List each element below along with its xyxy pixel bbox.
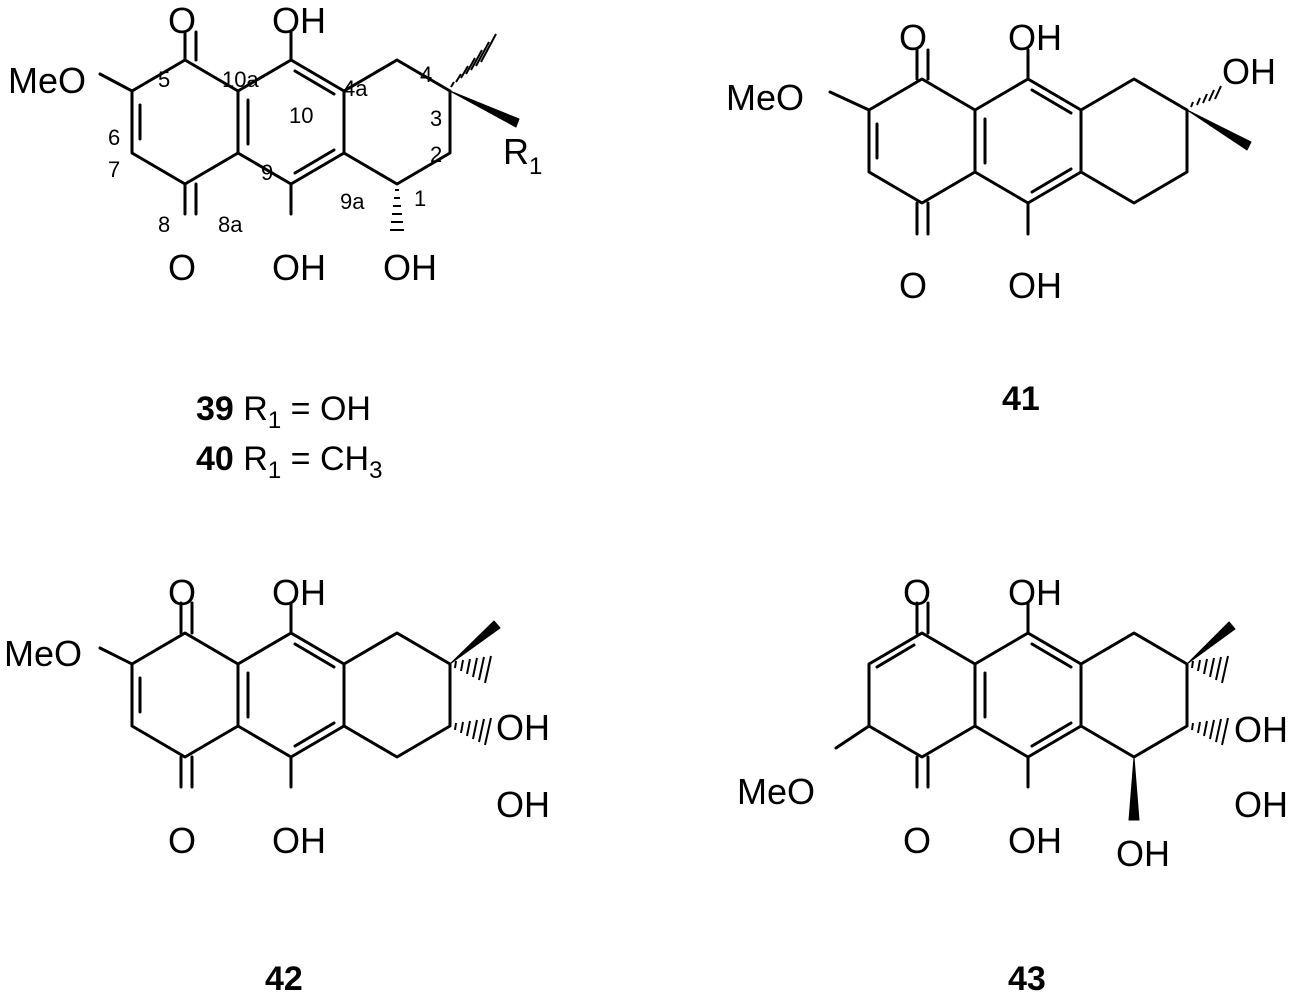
hydroxy-group: OH: [272, 820, 326, 861]
hydroxy-group: OH: [272, 0, 326, 41]
oxygen-atom: O: [899, 265, 927, 306]
bond: [1030, 167, 1073, 194]
hydroxy-group: OH: [1234, 709, 1288, 750]
locant: 10a: [222, 67, 259, 92]
locant: 9: [261, 160, 273, 185]
compound-label-42: 42: [265, 960, 303, 996]
locant: 5: [158, 67, 170, 92]
hashed-bond: [454, 655, 492, 684]
bond: [342, 631, 452, 759]
oxygen-atom: O: [168, 247, 196, 288]
hydroxy-group: OH: [1008, 572, 1062, 613]
bond: [293, 148, 336, 175]
bond: [1030, 88, 1073, 115]
locant: 1: [414, 186, 426, 211]
oxygen-atom: O: [168, 0, 196, 41]
r1-substituent: R1: [503, 131, 542, 180]
hashed-bond: [450, 33, 497, 88]
locant: 10: [289, 103, 313, 128]
oxygen-atom: O: [168, 572, 196, 613]
bond: [1030, 721, 1073, 748]
oxygen-atom: O: [899, 17, 927, 58]
methoxy-group: MeO: [737, 771, 815, 812]
wedge-bond: [1128, 756, 1140, 821]
locant: 2: [430, 142, 442, 167]
hydroxy-group: OH: [1222, 51, 1276, 92]
locant: 8: [158, 212, 170, 237]
oxygen-atom: O: [903, 820, 931, 861]
locant: 4a: [343, 76, 368, 101]
oxygen-atom: O: [168, 820, 196, 861]
bond: [973, 631, 1083, 759]
locant: 9a: [340, 189, 365, 214]
hydroxy-group: OH: [272, 572, 326, 613]
locant: 4: [420, 62, 432, 87]
hashed-bond: [1191, 655, 1229, 684]
methoxy-group: MeO: [8, 60, 86, 101]
methoxy-group: MeO: [4, 633, 82, 674]
wedge-bond: [449, 90, 520, 128]
bond: [98, 646, 134, 666]
compound-label-43: 43: [1008, 960, 1046, 996]
hydroxy-group: OH: [1008, 820, 1062, 861]
locant: 7: [108, 157, 120, 182]
bond: [293, 642, 336, 669]
bond: [293, 69, 336, 96]
locant: 8a: [218, 212, 243, 237]
hydroxy-group: OH: [1116, 833, 1170, 874]
wedge-bond: [1186, 109, 1252, 151]
structure-42: O O OH OH OH OH MeO: [4, 572, 550, 861]
hashed-bond: [390, 189, 404, 231]
hashed-bond: [1191, 717, 1229, 746]
structure-39-40: O O OH OH OH MeO R1 5 10a 4a 4 10 3 6 7 …: [8, 0, 542, 288]
bond: [867, 631, 977, 759]
hashed-bond: [454, 717, 492, 746]
bond: [98, 72, 134, 93]
compound-label-40: 40 R1 = CH3: [196, 440, 382, 484]
hydroxy-group: OH: [496, 707, 550, 748]
hydroxy-group: OH: [383, 247, 437, 288]
bond: [342, 58, 452, 186]
locant: 3: [430, 106, 442, 131]
hydroxy-group: OH: [1008, 265, 1062, 306]
bond: [834, 724, 871, 750]
bond: [1079, 77, 1189, 205]
structure-41: O O OH OH OH MeO: [726, 17, 1276, 306]
hydroxy-group: OH: [1008, 17, 1062, 58]
bond: [236, 58, 346, 186]
hydroxy-group: OH: [272, 247, 326, 288]
hydroxy-group: OH: [1234, 784, 1288, 825]
bond: [828, 90, 871, 112]
bond: [1079, 631, 1189, 759]
bond: [293, 721, 336, 748]
structure-43: O O OH OH OH OH OH MeO: [737, 572, 1288, 874]
hydroxy-group: OH: [496, 784, 550, 825]
methoxy-group: MeO: [726, 77, 804, 118]
wedge-bond: [449, 620, 501, 665]
bond: [867, 77, 977, 205]
compound-label-41: 41: [1002, 380, 1040, 418]
bond: [1030, 642, 1073, 669]
bond: [875, 643, 916, 669]
compound-label-39: 39 R1 = OH: [196, 390, 371, 434]
oxygen-atom: O: [903, 572, 931, 613]
bond: [236, 631, 346, 759]
hashed-bond: [1190, 85, 1222, 108]
locant: 6: [108, 125, 120, 150]
bond: [130, 631, 240, 759]
bond: [973, 77, 1083, 205]
wedge-bond: [1186, 621, 1236, 665]
